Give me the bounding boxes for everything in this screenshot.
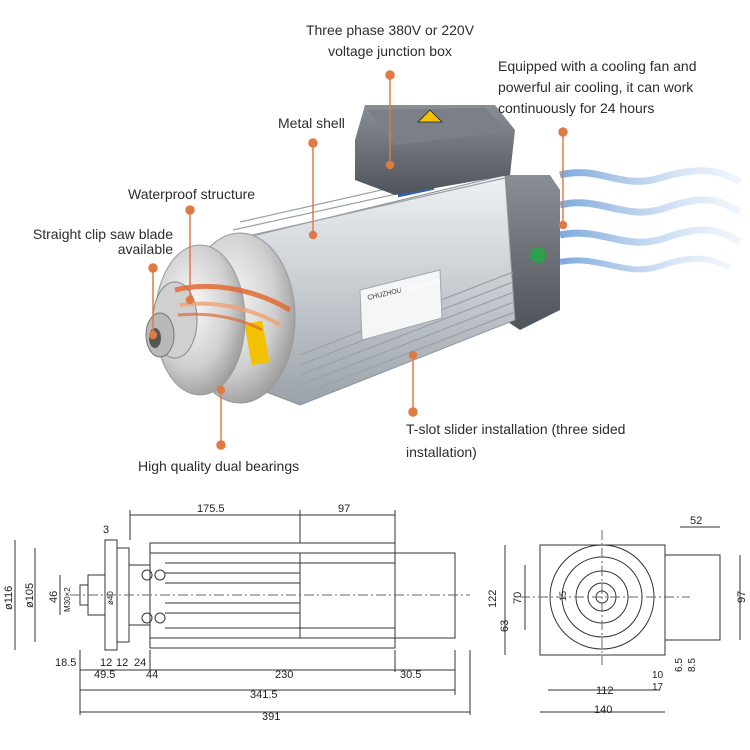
dim-3: 3 (103, 524, 109, 536)
callout-saw-blade-line2: available (117, 241, 173, 257)
callout-cooling-fan-line1: Equipped with a cooling fan and (498, 58, 697, 74)
dim-15: 15 (558, 591, 568, 601)
callout-junction-box-line2: voltage junction box (328, 43, 452, 59)
technical-drawing: 175.5 97 3 ø116 ø105 46 M30×2 ø40 18.5 1… (3, 503, 748, 723)
dim-17: 17 (652, 682, 664, 693)
junction-box (355, 105, 515, 195)
dim-18-5: 18.5 (55, 657, 76, 669)
callout-bearings: High quality dual bearings (138, 458, 300, 474)
dim-341-5: 341.5 (250, 689, 278, 701)
warning-triangle-icon (417, 109, 443, 123)
callout-metal-shell: Metal shell (278, 115, 345, 131)
dim-44: 44 (146, 669, 158, 681)
dim-24: 24 (134, 657, 146, 669)
callout-cooling-fan: Equipped with a cooling fan and powerful… (498, 56, 748, 119)
callout-saw-blade: Straight clip saw blade available (15, 227, 173, 257)
dim-112: 112 (596, 685, 614, 697)
dim-8-5: 8.5 (687, 658, 698, 672)
callout-junction-box-line1: Three phase 380V or 220V (305, 22, 475, 38)
callout-cooling-fan-line3: continuously for 24 hours (498, 100, 655, 116)
callout-saw-blade-line1: Straight clip saw blade (32, 226, 173, 242)
dim-63: 63 (499, 620, 511, 632)
callout-t-slot-line2: installation) (406, 444, 477, 460)
dim-140: 140 (594, 704, 612, 716)
callout-cooling-fan-line2: powerful air cooling, it can work (498, 79, 694, 95)
dim-116: ø116 (3, 586, 15, 610)
dim-thread: M30×2 (63, 587, 72, 612)
dim-391: 391 (262, 711, 280, 723)
dim-52: 52 (690, 515, 702, 527)
ground-symbol-icon (530, 247, 546, 263)
dim-46: 46 (48, 591, 60, 603)
dim-12b: 12 (116, 657, 128, 669)
dim-97-side: 97 (338, 503, 350, 515)
dim-230: 230 (275, 669, 293, 681)
callout-t-slot-line1: T-slot slider installation (three sided (406, 421, 626, 437)
dim-6-5: 6.5 (674, 658, 685, 672)
dim-70: 70 (512, 592, 524, 604)
callout-waterproof: Waterproof structure (128, 186, 256, 202)
dim-49-5: 49.5 (94, 669, 115, 681)
dim-122: 122 (487, 590, 499, 608)
spindle-motor-illustration: CHUZHOU SPINDLE MOTOR (145, 70, 742, 450)
dim-175-5: 175.5 (197, 503, 225, 515)
callout-t-slot: T-slot slider installation (three sided … (406, 418, 706, 464)
dim-12a: 12 (100, 657, 112, 669)
cooling-air-icon (559, 167, 742, 273)
dim-30-5: 30.5 (400, 669, 421, 681)
dim-10: 10 (652, 670, 664, 681)
dim-thread2: ø40 (106, 591, 115, 605)
dim-105: ø105 (24, 583, 36, 608)
callout-junction-box: Three phase 380V or 220V voltage junctio… (290, 20, 490, 62)
dim-97-end: 97 (736, 591, 748, 603)
